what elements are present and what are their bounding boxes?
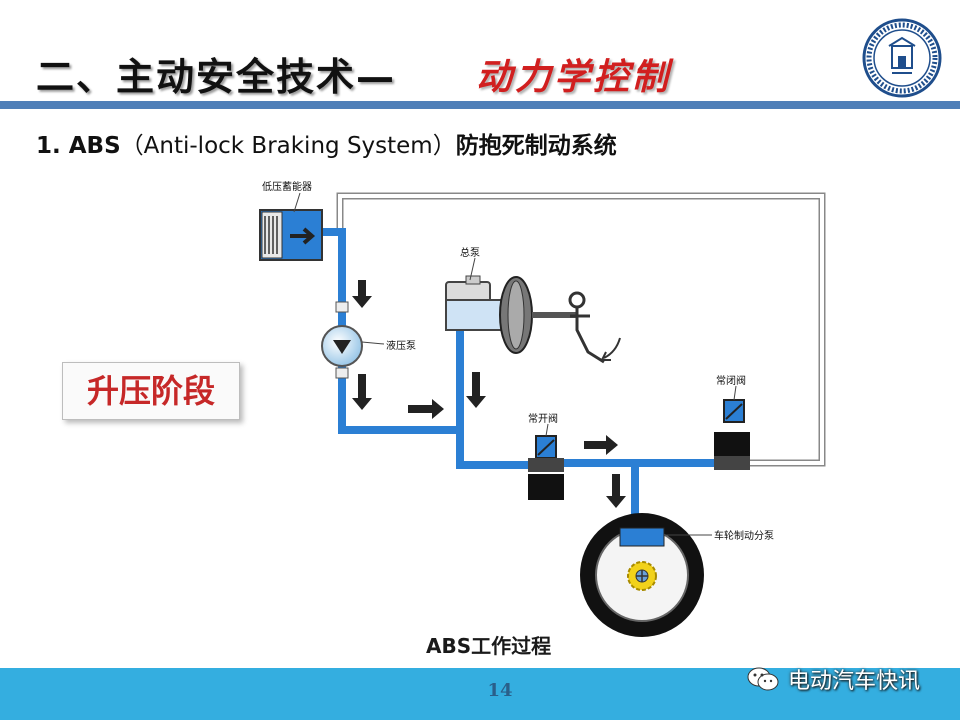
brake-booster-icon [499, 276, 576, 354]
label-wheel-cylinder: 车轮制动分泵 [714, 529, 774, 542]
arrow-down-1 [352, 280, 372, 308]
subtitle-english: （Anti-lock Braking System） [120, 133, 456, 159]
return-line-inner [338, 194, 824, 465]
brake-pedal-icon [568, 291, 621, 364]
label-accumulator: 低压蓄能器 [262, 180, 312, 193]
university-seal-icon [862, 18, 942, 98]
normally-open-valve-icon [528, 435, 564, 500]
arrow-down-2 [352, 374, 372, 410]
stage-label: 升压阶段 [62, 362, 240, 420]
label-master-cylinder: 总泵 [460, 246, 480, 259]
flow-arrows [352, 280, 626, 508]
subtitle: 1. ABS（Anti-lock Braking System）防抱死制动系统 [36, 126, 617, 160]
subtitle-chinese: 防抱死制动系统 [455, 133, 617, 159]
accumulator-icon [259, 209, 323, 261]
watermark-text: 电动汽车快讯 [788, 669, 921, 694]
wheel-icon [580, 513, 704, 637]
return-line [336, 192, 826, 467]
header-divider [0, 101, 960, 109]
arrow-down-3 [466, 372, 486, 408]
watermark: 电动汽车快讯 [746, 664, 920, 694]
normally-closed-valve-icon [714, 399, 750, 470]
page-number: 14 [487, 680, 513, 701]
slide-title: 二、主动安全技术— [36, 55, 397, 99]
wechat-icon [747, 667, 779, 691]
label-hydraulic-pump: 液压泵 [386, 339, 416, 352]
arrow-right-1 [408, 399, 444, 419]
subtitle-prefix: 1. ABS [36, 133, 121, 159]
label-normally-closed-valve: 常闭阀 [716, 374, 746, 387]
label-normally-open-valve: 常开阀 [528, 412, 558, 425]
footer-bar [0, 668, 960, 720]
hydraulic-pump-icon [321, 301, 363, 379]
slide-title-accent: 动力学控制 [476, 56, 672, 98]
arrow-down-4 [606, 474, 626, 508]
arrow-right-2 [584, 435, 618, 455]
diagram-caption: ABS工作过程 [426, 634, 552, 658]
